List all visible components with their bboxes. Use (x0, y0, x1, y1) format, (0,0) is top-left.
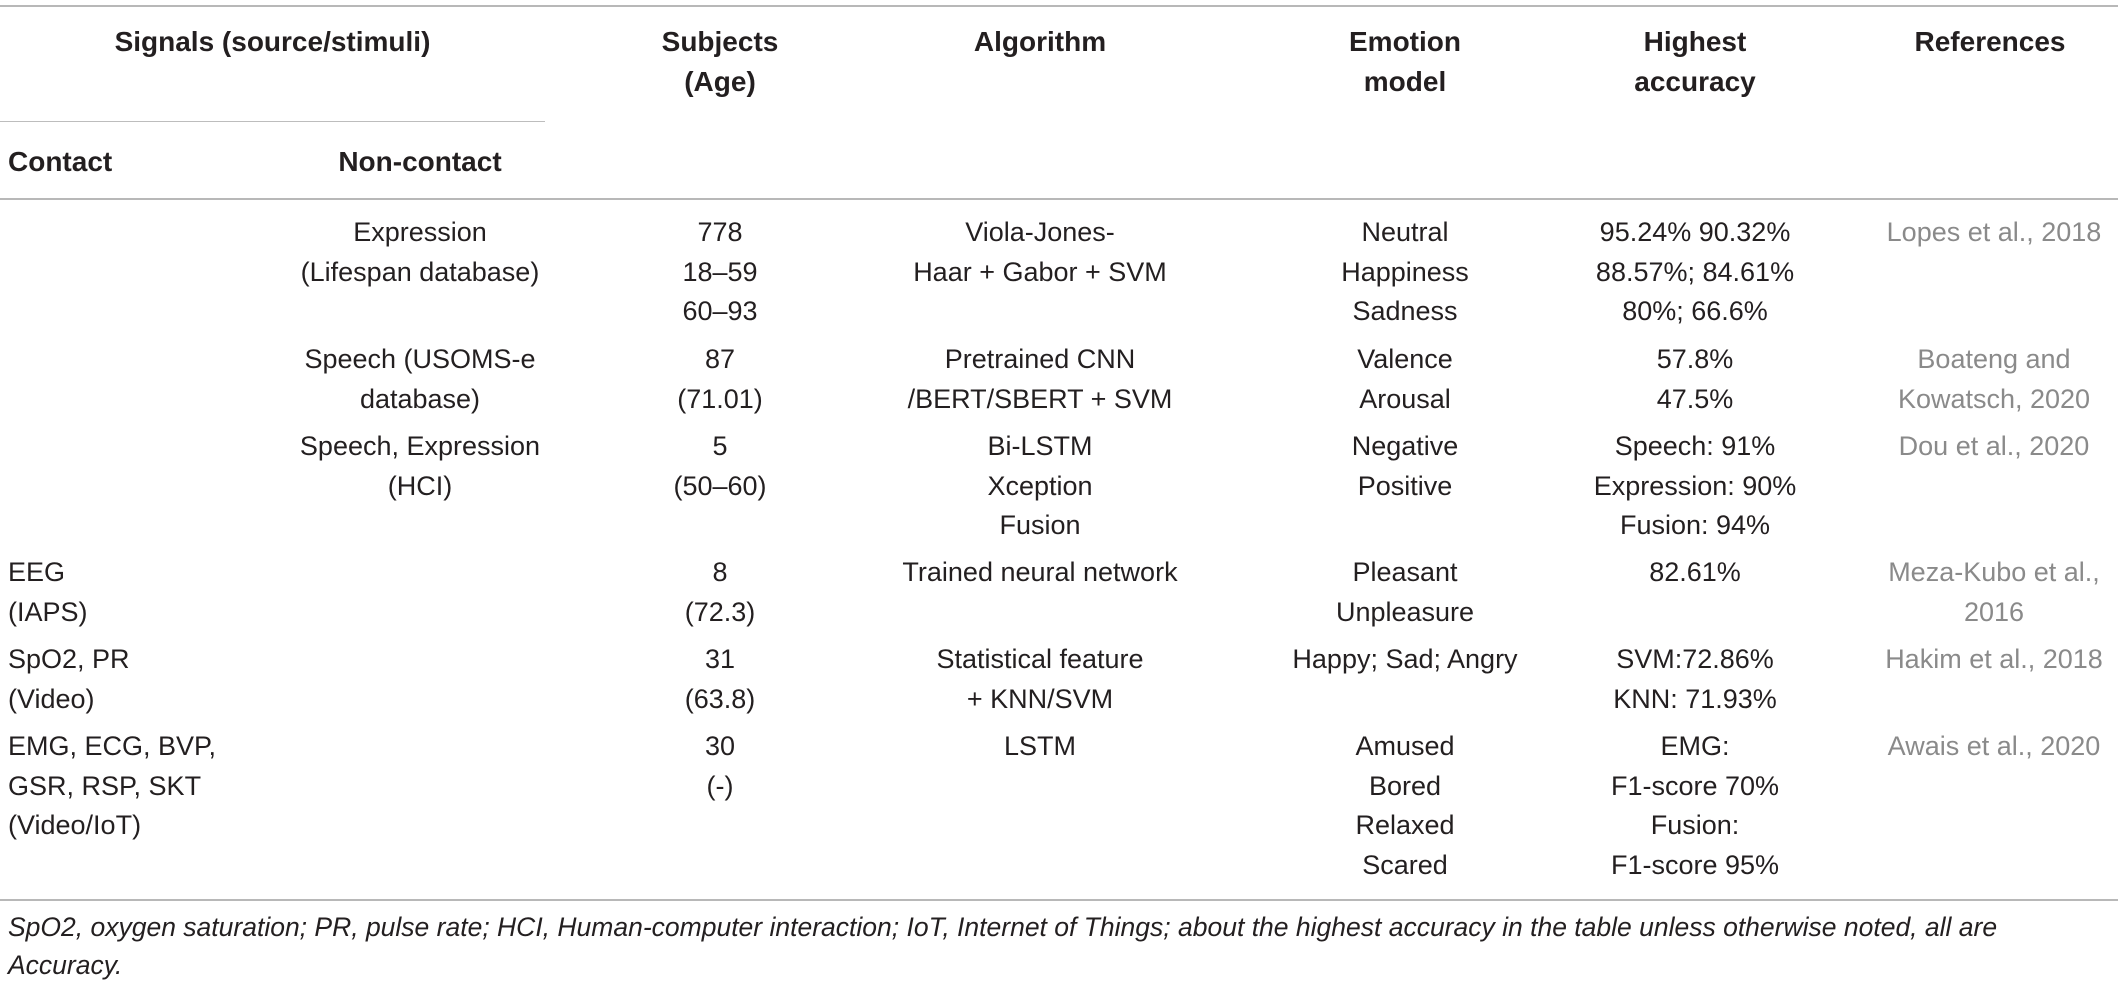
row6-subjects: 30 (-) (704, 731, 736, 801)
table-bottom-rule (0, 899, 2118, 901)
row6-algorithm: LSTM (1003, 731, 1076, 761)
row1-accuracy: 95.24% 90.32% 88.57%; 84.61% 80%; 66.6% (1595, 217, 1795, 326)
row4-reference: Meza-Kubo et al., 2016 (1888, 557, 2100, 627)
row1-reference: Lopes et al., 2018 (1886, 217, 2102, 247)
header-highest-accuracy: Highest accuracy (1634, 26, 1756, 97)
row5-contact: SpO2, PR (Video) (8, 644, 130, 714)
row4-subjects: 8 (72.3) (684, 557, 756, 627)
row2-noncontact: Speech (USOMS-e database) (304, 344, 536, 414)
table-footnote: SpO2, oxygen saturation; PR, pulse rate;… (8, 912, 1998, 980)
header-algorithm: Algorithm (973, 26, 1107, 57)
row1-algorithm: Viola-Jones- Haar + Gabor + SVM (913, 217, 1167, 287)
header-contact: Contact (8, 146, 113, 177)
row4-emotion: Pleasant Unpleasure (1335, 557, 1475, 627)
row5-algorithm: Statistical feature + KNN/SVM (936, 644, 1144, 714)
row5-emotion: Happy; Sad; Angry (1292, 644, 1518, 674)
row3-emotion: Negative Positive (1351, 431, 1459, 501)
row2-reference: Boateng and Kowatsch, 2020 (1897, 344, 2091, 414)
header-signals: Signals (source/stimuli) (114, 26, 431, 57)
signals-subheader-rule (0, 121, 545, 122)
row4-contact: EEG (IAPS) (8, 557, 88, 627)
row5-reference: Hakim et al., 2018 (1885, 644, 2103, 674)
row3-reference: Dou et al., 2020 (1898, 431, 2090, 461)
row2-emotion: Valence Arousal (1357, 344, 1453, 414)
row4-accuracy: 82.61% (1649, 557, 1741, 587)
row1-noncontact: Expression (Lifespan database) (300, 217, 540, 287)
header-bottom-rule (0, 198, 2118, 200)
row2-algorithm: Pretrained CNN /BERT/SBERT + SVM (907, 344, 1173, 414)
header-references: References (1914, 26, 2066, 57)
table-top-rule (0, 5, 2118, 7)
row6-accuracy: EMG: F1-score 70% Fusion: F1-score 95% (1610, 731, 1780, 880)
row3-algorithm: Bi-LSTM Xception Fusion (987, 431, 1093, 540)
row3-subjects: 5 (50–60) (673, 431, 767, 501)
header-subjects: Subjects (Age) (661, 26, 779, 97)
header-noncontact: Non-contact (338, 146, 502, 177)
row1-emotion: Neutral Happiness Sadness (1341, 217, 1469, 326)
row1-subjects: 778 18–59 60–93 (682, 217, 758, 326)
row3-accuracy: Speech: 91% Expression: 90% Fusion: 94% (1593, 431, 1797, 540)
row3-noncontact: Speech, Expression (HCI) (299, 431, 541, 501)
row2-accuracy: 57.8% 47.5% (1656, 344, 1734, 414)
row5-accuracy: SVM:72.86% KNN: 71.93% (1613, 644, 1777, 714)
row6-emotion: Amused Bored Relaxed Scared (1355, 731, 1455, 880)
header-emotion-model: Emotion model (1349, 26, 1461, 97)
row2-subjects: 87 (71.01) (677, 344, 763, 414)
row4-algorithm: Trained neural network (902, 557, 1178, 587)
row6-contact: EMG, ECG, BVP, GSR, RSP, SKT (Video/IoT) (8, 731, 217, 840)
row5-subjects: 31 (63.8) (684, 644, 756, 714)
row6-reference: Awais et al., 2020 (1887, 731, 2101, 761)
